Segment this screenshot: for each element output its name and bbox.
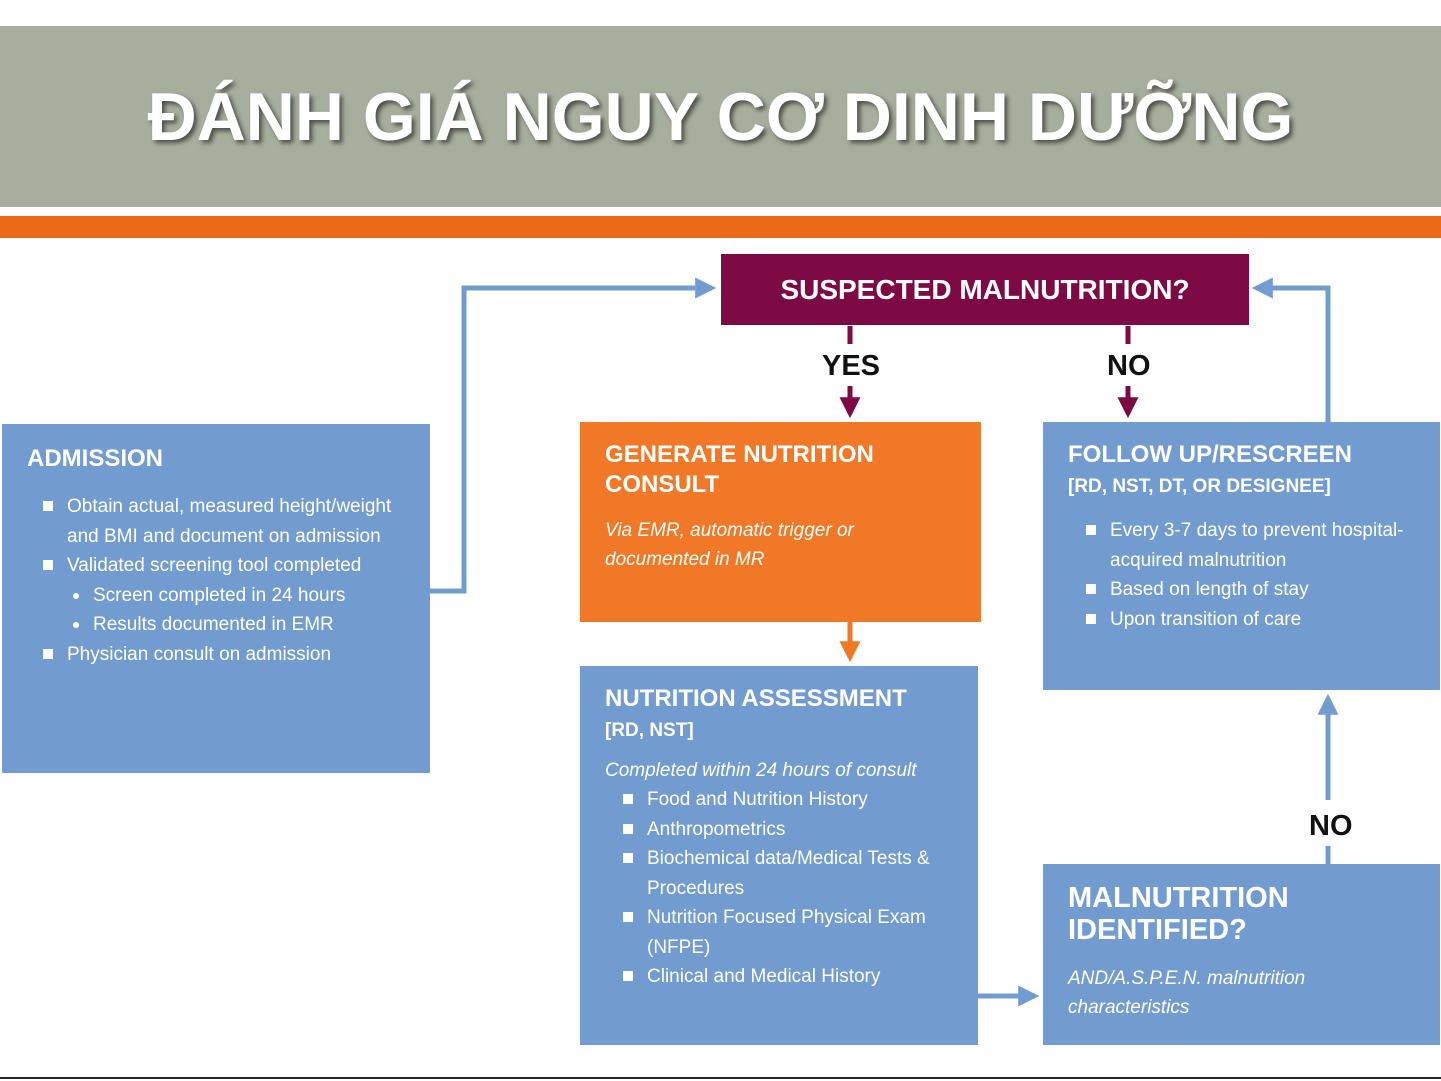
followup-box: FOLLOW UP/RESCREEN [RD, NST, DT, OR DESI… (1043, 422, 1440, 690)
question-text: SUSPECTED MALNUTRITION? (780, 273, 1190, 305)
list-item: Biochemical data/Medical Tests & Procedu… (621, 844, 951, 903)
accent-rule (0, 216, 1441, 238)
admission-box: ADMISSION Obtain actual, measured height… (2, 424, 430, 773)
arrow-admission-to-question (430, 277, 717, 594)
followup-heading: FOLLOW UP/RESCREEN (1068, 441, 1353, 468)
assessment-note: Completed within 24 hours of consult (605, 760, 917, 781)
consult-note: Via EMR, automatic trigger or documented… (605, 520, 854, 570)
admission-sublist: Screen completed in 24 hours Results doc… (41, 581, 412, 640)
list-item: Validated screening tool completed (41, 551, 412, 581)
identified-note: AND/A.S.P.E.N. malnutrition characterist… (1068, 968, 1306, 1018)
list-item: Clinical and Medical History (621, 962, 951, 992)
list-item: Upon transition of care (1084, 605, 1420, 635)
list-item: Nutrition Focused Physical Exam (NFPE) (621, 903, 951, 962)
list-item: Anthropometrics (621, 815, 951, 845)
assessment-heading: NUTRITION ASSESSMENT (605, 685, 907, 712)
list-item: Every 3-7 days to prevent hospital-acqui… (1084, 516, 1420, 575)
followup-list: Every 3-7 days to prevent hospital-acqui… (1068, 516, 1420, 634)
list-item: Screen completed in 24 hours (69, 581, 412, 611)
yes-label: YES (818, 349, 885, 383)
assessment-list: Food and Nutrition History Anthropometri… (605, 785, 951, 992)
bottom-rule (0, 1077, 1441, 1079)
assessment-sub: [RD, NST] (605, 720, 694, 741)
identified-box: MALNUTRITION IDENTIFIED? AND/A.S.P.E.N. … (1043, 864, 1440, 1045)
arrow-followup-to-question (1251, 277, 1331, 424)
no-label-top: NO (1103, 349, 1155, 383)
identified-heading: MALNUTRITION IDENTIFIED? (1068, 882, 1289, 946)
list-item: Obtain actual, measured height/weight an… (41, 492, 412, 551)
followup-sub: [RD, NST, DT, OR DESIGNEE] (1068, 476, 1331, 497)
admission-heading: ADMISSION (27, 445, 164, 472)
list-item: Based on length of stay (1084, 575, 1420, 605)
assessment-box: NUTRITION ASSESSMENT [RD, NST] Completed… (580, 666, 978, 1045)
admission-list-end: Physician consult on admission (27, 640, 412, 670)
list-item: Food and Nutrition History (621, 785, 951, 815)
no-label-bottom: NO (1305, 809, 1357, 843)
list-item: Results documented in EMR (69, 610, 412, 640)
question-box: SUSPECTED MALNUTRITION? (721, 254, 1249, 325)
page-title: ĐÁNH GIÁ NGUY CƠ DINH DƯỠNG (147, 78, 1294, 155)
title-bar: ĐÁNH GIÁ NGUY CƠ DINH DƯỠNG (0, 26, 1441, 207)
admission-list: Obtain actual, measured height/weight an… (27, 492, 412, 581)
consult-heading: GENERATE NUTRITION CONSULT (605, 441, 874, 498)
list-item: Physician consult on admission (41, 640, 412, 670)
consult-box: GENERATE NUTRITION CONSULT Via EMR, auto… (580, 422, 981, 622)
